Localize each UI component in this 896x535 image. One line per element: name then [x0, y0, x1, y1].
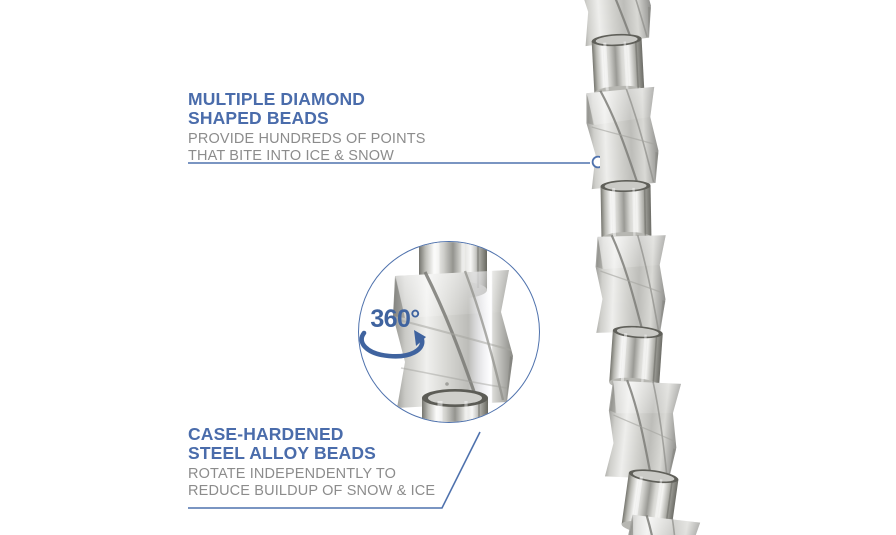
- tire-chain-photo: [574, 0, 704, 535]
- chain-bead-marker: [591, 155, 600, 169]
- callout-multiple-diamond-shaped-beads: MULTIPLE DIAMOND SHAPED BEADS PROVIDE HU…: [188, 90, 488, 164]
- callout-heading: CASE-HARDENED STEEL ALLOY BEADS: [188, 424, 376, 463]
- magnifier-circle: [358, 241, 540, 423]
- callout-subtext: PROVIDE HUNDREDS OF POINTS THAT BITE INT…: [188, 131, 426, 164]
- callout-case-hardened-steel-alloy-beads: CASE-HARDENED STEEL ALLOY BEADS ROTATE I…: [188, 425, 488, 499]
- callout-heading: MULTIPLE DIAMOND SHAPED BEADS: [188, 89, 366, 128]
- magnified-bead-closeup: [393, 242, 513, 422]
- rotation-360-badge: 360°: [356, 306, 434, 368]
- rotation-360-label: 360°: [370, 305, 420, 333]
- rotation-arrow-icon: [359, 330, 426, 359]
- magnifier-ring: [358, 241, 540, 423]
- callout-subtext: ROTATE INDEPENDENTLY TO REDUCE BUILDUP O…: [188, 466, 436, 499]
